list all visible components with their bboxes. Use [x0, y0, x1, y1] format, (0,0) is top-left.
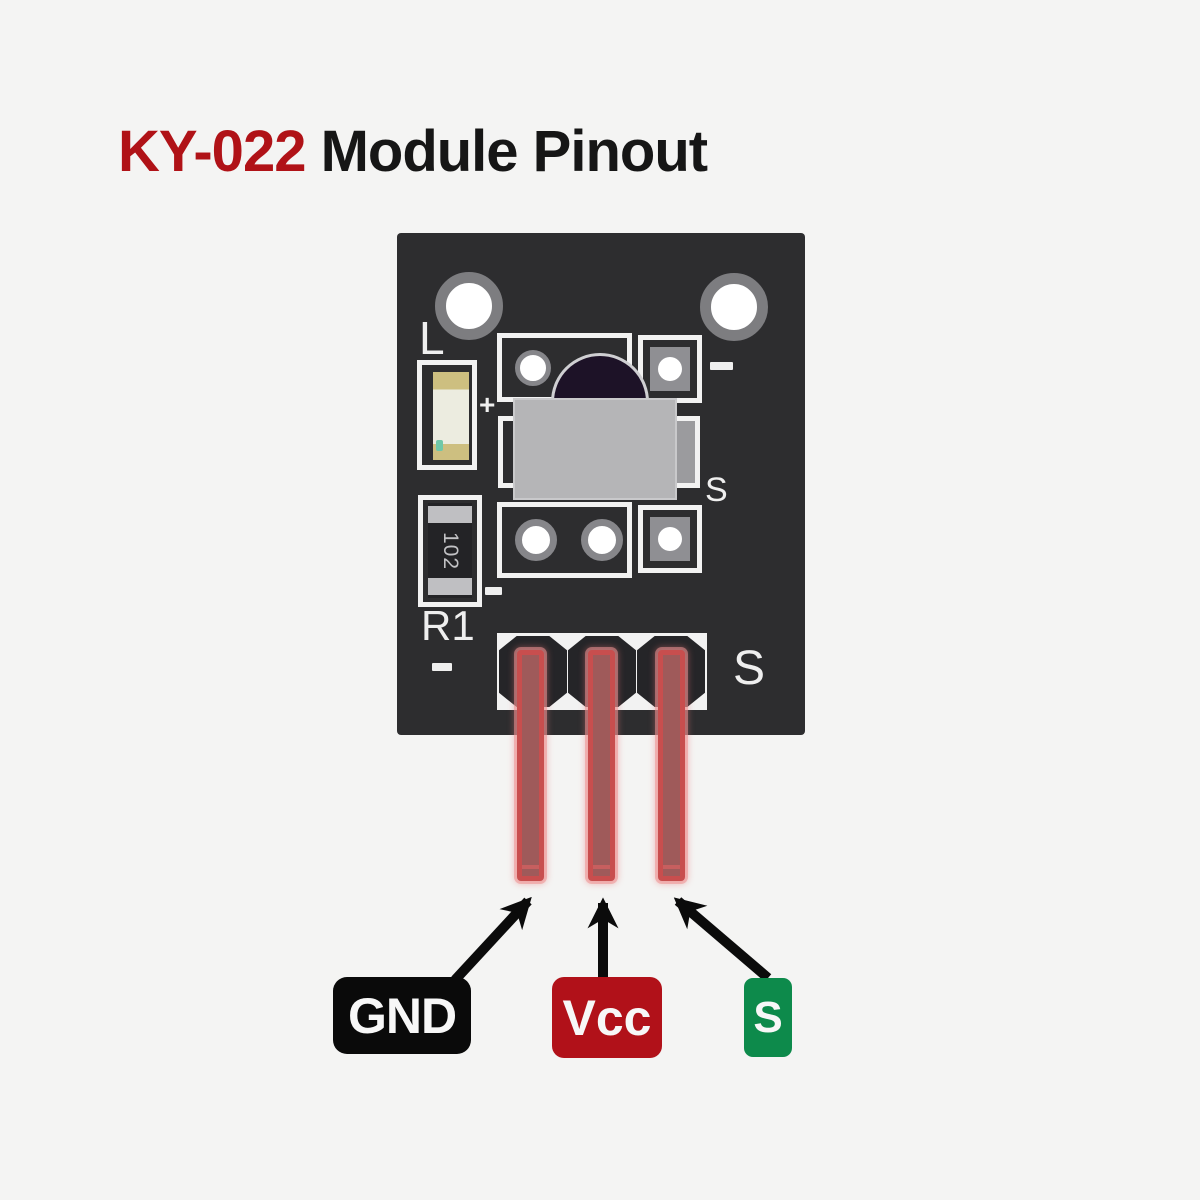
pin-gnd: [517, 650, 544, 881]
minus-marking-bottom: [432, 663, 452, 671]
pin-signal: [658, 650, 685, 881]
resistor-ref-label: R1: [421, 602, 475, 649]
negative-pad-bottom-hole: [658, 527, 682, 551]
plus-marking: +: [479, 389, 496, 420]
pin-label-gnd: GND: [333, 977, 471, 1054]
negative-pad-bottom-fill: [650, 517, 690, 561]
ir-bottom-pad-hole-1: [515, 519, 557, 561]
pin-label-s: S: [744, 978, 792, 1057]
resistor-end-cap-top: [428, 506, 472, 523]
arrow-s: [673, 897, 772, 982]
negative-pad-bottom: [638, 505, 702, 573]
ir-bottom-pad-hole-2: [581, 519, 623, 561]
resistor-component: 102: [428, 503, 472, 598]
minus-marking-top: [710, 362, 733, 370]
signal-marking-bottom: S: [733, 642, 766, 695]
led-cathode-dot: [436, 440, 443, 451]
mounting-hole-left: [435, 272, 503, 340]
minus-marking-mid: [485, 587, 502, 595]
ir-top-pad-hole: [515, 350, 551, 386]
pin-signal-tip: [663, 865, 680, 869]
pin-label-vcc: Vcc: [552, 977, 662, 1058]
negative-pad-top-hole: [658, 357, 682, 381]
pin-vcc-tip: [593, 865, 610, 869]
arrow-gnd: [451, 896, 532, 984]
signal-marking-mid: S: [705, 471, 728, 509]
negative-pad-top: [638, 335, 702, 403]
title-rest: Module Pinout: [305, 119, 708, 184]
ir-bottom-pad-box: [497, 502, 632, 578]
pin-vcc: [588, 650, 615, 881]
resistor-value: 102: [439, 531, 462, 570]
led-outline-box: [417, 360, 477, 470]
resistor-end-cap-bottom: [428, 578, 472, 595]
led-silkscreen-label: L: [419, 312, 445, 364]
title-module-code: KY-022: [118, 119, 306, 184]
negative-pad-top-fill: [650, 347, 690, 391]
ir-receiver-body: [513, 398, 677, 500]
mounting-hole-right: [700, 273, 768, 341]
pin-gnd-tip: [522, 865, 539, 869]
resistor-outline-box: [418, 495, 482, 607]
page-title: KY-022 Module Pinout: [118, 118, 708, 185]
